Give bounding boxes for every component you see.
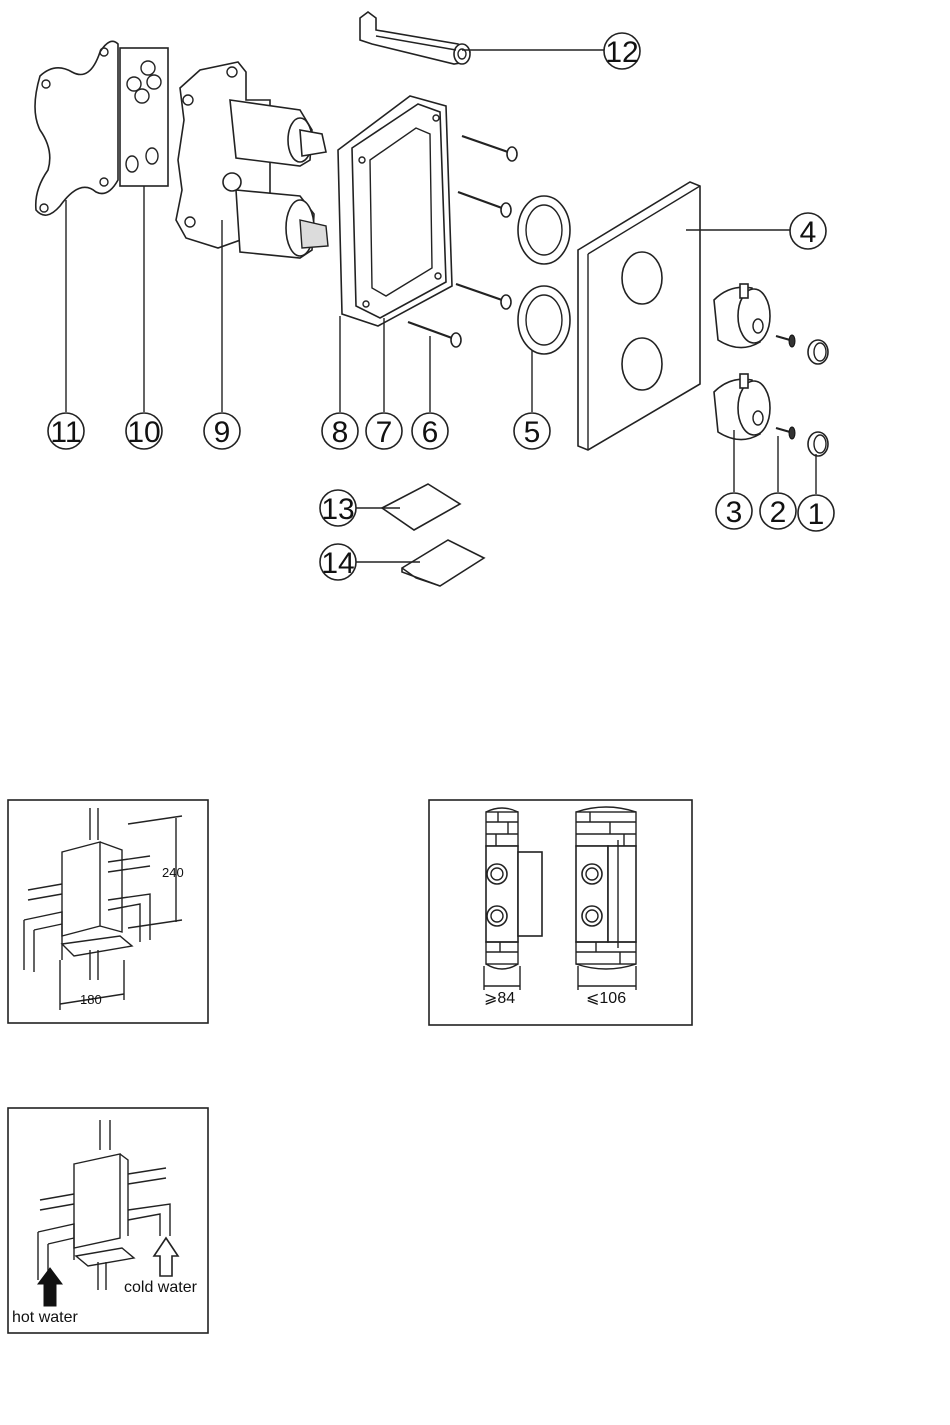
callout-10: 10 <box>126 413 162 449</box>
part-9-valve-body <box>176 62 328 258</box>
callout-3: 3 <box>716 493 752 529</box>
callout-5: 5 <box>514 413 550 449</box>
callout-2-label: 2 <box>770 496 787 529</box>
callout-9: 9 <box>204 413 240 449</box>
part-5-sealing-rings <box>518 196 570 354</box>
exploded-view: 11 10 9 8 7 6 5 4 <box>35 12 834 586</box>
min-depth-label: ⩾84 <box>484 990 515 1007</box>
callout-9-label: 9 <box>214 416 231 449</box>
part-3-handles <box>714 284 770 440</box>
wall-depth-panel: ⩾84 ⩽106 <box>429 800 692 1025</box>
callout-2: 2 <box>760 493 796 529</box>
callout-12-label: 12 <box>605 36 638 69</box>
callout-5-label: 5 <box>524 416 541 449</box>
callout-6: 6 <box>412 413 448 449</box>
callout-10-label: 10 <box>127 416 160 449</box>
part-2-handle-screws <box>776 335 795 439</box>
callout-14: 14 <box>320 544 356 580</box>
callout-13: 13 <box>320 490 356 526</box>
callout-7: 7 <box>366 413 402 449</box>
callout-4: 4 <box>790 213 826 249</box>
height-dimension-label: 240 <box>162 865 184 880</box>
callout-8-label: 8 <box>332 416 349 449</box>
part-10-o-ring-set <box>120 48 168 186</box>
part-1-caps <box>808 340 828 456</box>
hot-water-label: hot water <box>12 1309 78 1326</box>
callout-13-label: 13 <box>321 493 354 526</box>
callout-11-label: 11 <box>50 416 81 449</box>
part-4-cover-plate <box>578 182 700 450</box>
callout-4-label: 4 <box>800 216 817 249</box>
callout-14-label: 14 <box>321 547 354 580</box>
callout-1-label: 1 <box>808 498 825 531</box>
callout-3-label: 3 <box>726 496 743 529</box>
part-14-folded-sheet <box>402 540 484 586</box>
callout-7-label: 7 <box>376 416 393 449</box>
callout-6-label: 6 <box>422 416 439 449</box>
width-dimension-label: 180 <box>80 992 102 1007</box>
callout-12: 12 <box>604 33 640 69</box>
water-connection-panel: hot water cold water <box>8 1108 208 1333</box>
max-depth-label: ⩽106 <box>586 990 626 1007</box>
pipe-dimensions-panel: 240 180 <box>8 800 208 1023</box>
callout-11: 11 <box>48 413 84 449</box>
part-13-sheet <box>382 484 460 530</box>
cold-water-label: cold water <box>124 1279 198 1296</box>
part-11-gasket-plate <box>35 41 118 215</box>
callout-1: 1 <box>798 495 834 531</box>
part-12-key <box>360 12 470 64</box>
callout-8: 8 <box>322 413 358 449</box>
